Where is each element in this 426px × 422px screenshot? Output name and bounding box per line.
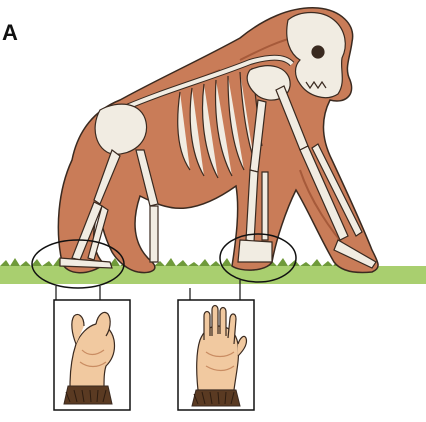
panel-label: A	[2, 20, 18, 46]
inset-foot	[54, 300, 130, 410]
hind-foot-bones	[60, 258, 112, 268]
center-hand-bones	[238, 240, 272, 262]
inset-hand	[178, 300, 254, 410]
